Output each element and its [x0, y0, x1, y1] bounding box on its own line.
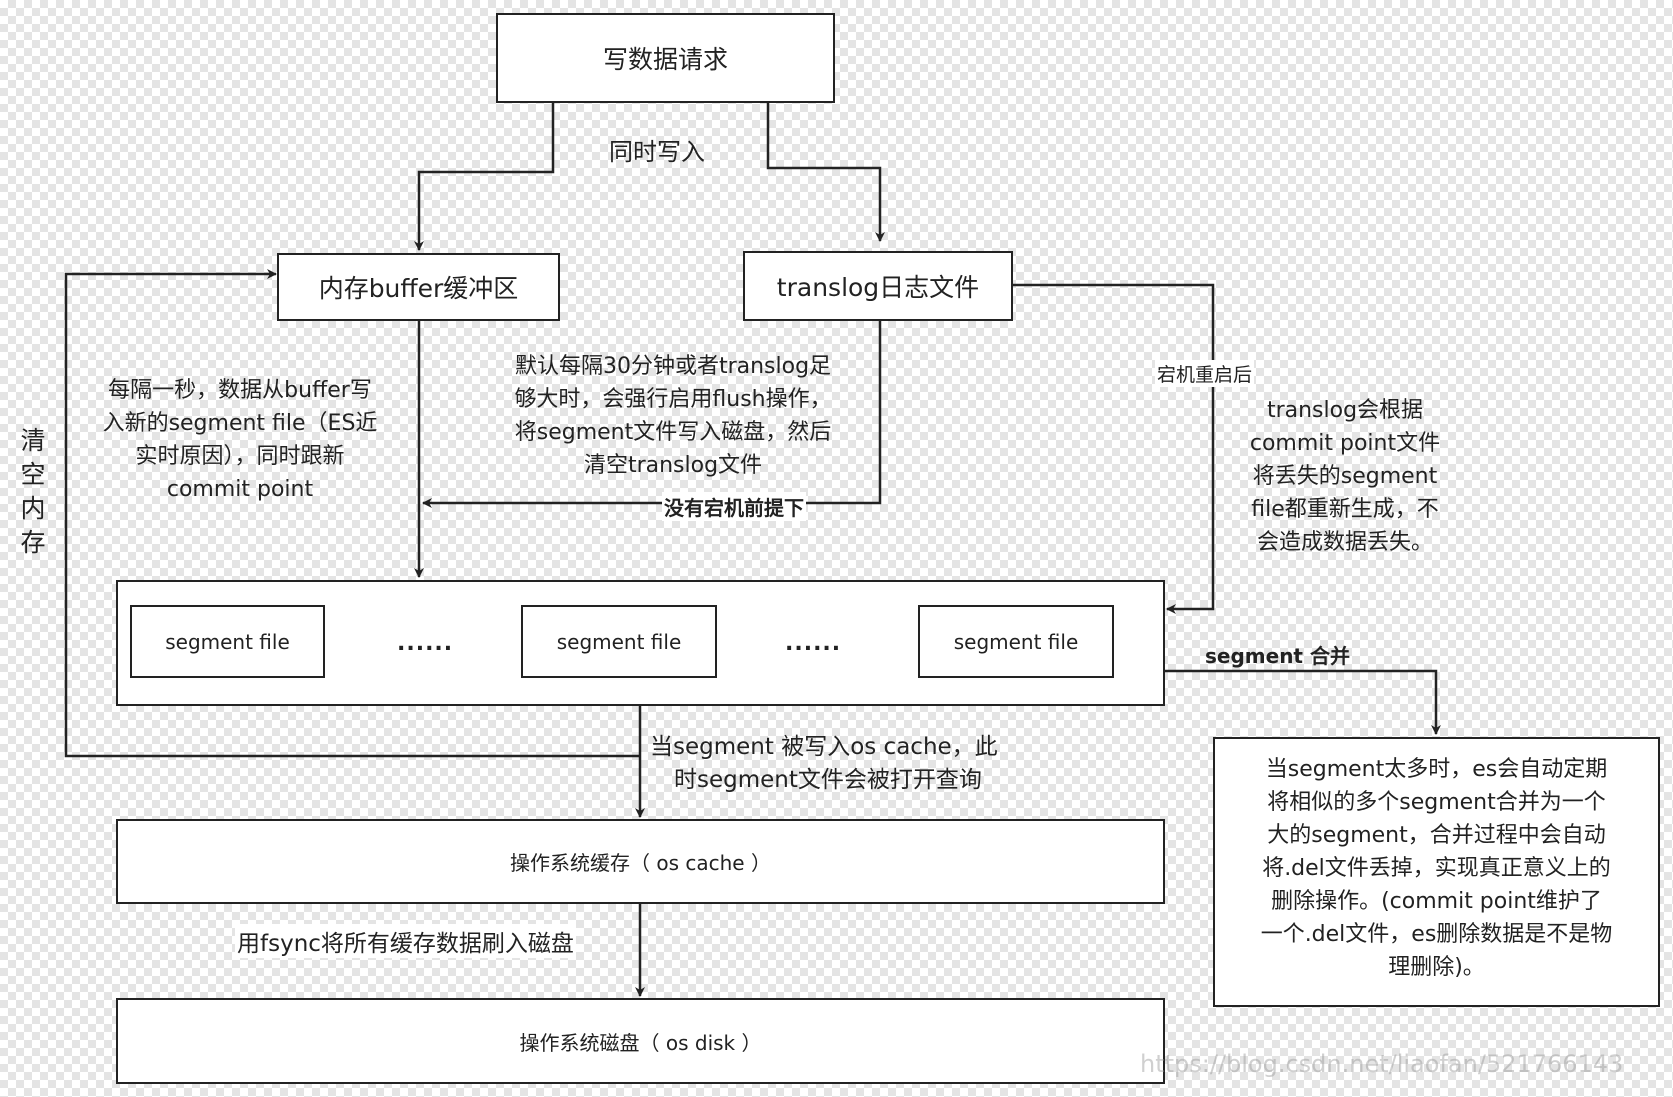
flush-note-line-1: 默认每隔30分钟或者translog足 [514, 354, 832, 379]
flush-note-line-4: 清空translog文件 [583, 453, 763, 478]
os-disk-label: 操作系统磁盘（ os disk ） [519, 1030, 762, 1055]
translog-file-node: translog日志文件 [743, 251, 1013, 321]
os-disk-node: 操作系统磁盘（ os disk ） [116, 998, 1165, 1084]
edge-clear-memory [64, 269, 640, 758]
clear-memory-label: 清空内存 [20, 426, 46, 557]
merge-note-line-1: 当segment太多时，es会自动定期 [1265, 757, 1608, 782]
edge-translog-recovery [1012, 283, 1215, 614]
memory-buffer-node: 内存buffer缓冲区 [277, 253, 560, 321]
buffer-refresh-line-3: 实时原因），同时跟新 [135, 444, 345, 469]
segment-file-label-1: segment file [165, 629, 290, 654]
translog-recovery-note: translog会根据 commit point文件 将丢失的segment f… [1215, 394, 1475, 559]
translog-recovery-line-1: translog会根据 [1266, 398, 1424, 423]
no-crash-label: 没有宕机前提下 [662, 492, 806, 521]
flush-note: 默认每隔30分钟或者translog足 够大时，会强行启用flush操作， 将s… [478, 350, 868, 482]
os-cache-node: 操作系统缓存（ os cache ） [116, 819, 1165, 904]
merge-note-line-3: 大的segment，合并过程中会自动 [1267, 823, 1606, 848]
merge-note-line-4: 将.del文件丢掉，实现真正意义上的 [1262, 856, 1611, 881]
merge-note-line-2: 将相似的多个segment合并为一个 [1267, 790, 1606, 815]
os-cache-label: 操作系统缓存（ os cache ） [510, 851, 771, 875]
segment-file-node-2: segment file [521, 605, 717, 678]
merge-note-box: 当segment太多时，es会自动定期 将相似的多个segment合并为一个 大… [1213, 737, 1660, 1007]
segment-file-label-3: segment file [953, 629, 1079, 654]
write-request-node: 写数据请求 [496, 13, 835, 103]
crash-restart-label: 宕机重启后 [1155, 360, 1255, 387]
write-request-label: 写数据请求 [602, 45, 728, 74]
watermark-text: https://blog.csdn.net/liaofan/521766143 [1140, 1050, 1624, 1078]
edge-segment-merge [1164, 669, 1441, 735]
edge-translog-flush [422, 320, 882, 508]
segment-file-label-2: segment file [556, 629, 682, 654]
os-cache-note-line-2: 时segment文件会被打开查询 [674, 767, 982, 793]
segment-merge-label: segment 合并 [1205, 644, 1350, 668]
write-simultaneously-label: 同时写入 [609, 138, 705, 166]
translog-file-label: translog日志文件 [776, 273, 980, 302]
merge-note-line-7: 理删除)。 [1388, 955, 1485, 980]
translog-recovery-line-4: file都重新生成，不 [1251, 497, 1439, 522]
segment-file-node-3: segment file [918, 605, 1114, 678]
translog-recovery-line-5: 会造成数据丢失。 [1256, 530, 1433, 555]
buffer-refresh-line-4: commit point [166, 477, 314, 502]
translog-recovery-line-2: commit point文件 [1249, 431, 1441, 456]
flush-note-line-3: 将segment文件写入磁盘，然后 [514, 420, 832, 445]
memory-buffer-label: 内存buffer缓冲区 [318, 274, 519, 303]
buffer-refresh-line-2: 入新的segment file（ES近 [102, 411, 378, 436]
buffer-refresh-note: 每隔一秒，数据从buffer写 入新的segment file（ES近 实时原因… [70, 374, 410, 506]
translog-recovery-line-3: 将丢失的segment [1252, 464, 1438, 489]
os-cache-note: 当segment 被写入os cache，此 时segment文件会被打开查询 [650, 731, 998, 797]
os-cache-note-line-1: 当segment 被写入os cache，此 [650, 734, 998, 760]
segment-file-node-1: segment file [130, 605, 325, 678]
fsync-note: 用fsync将所有缓存数据刷入磁盘 [235, 924, 576, 958]
merge-note-line-6: 一个.del文件，es删除数据是不是物 [1260, 922, 1613, 947]
edge-request-to-buffer [414, 102, 555, 251]
ellipsis-1: ...... [397, 631, 454, 656]
merge-note-line-5: 删除操作。(commit point维护了 [1271, 889, 1602, 914]
edge-request-to-translog [766, 102, 885, 242]
flush-note-line-2: 够大时，会强行启用flush操作， [514, 387, 832, 412]
ellipsis-2: ...... [785, 631, 842, 656]
buffer-refresh-line-1: 每隔一秒，数据从buffer写 [108, 378, 372, 403]
